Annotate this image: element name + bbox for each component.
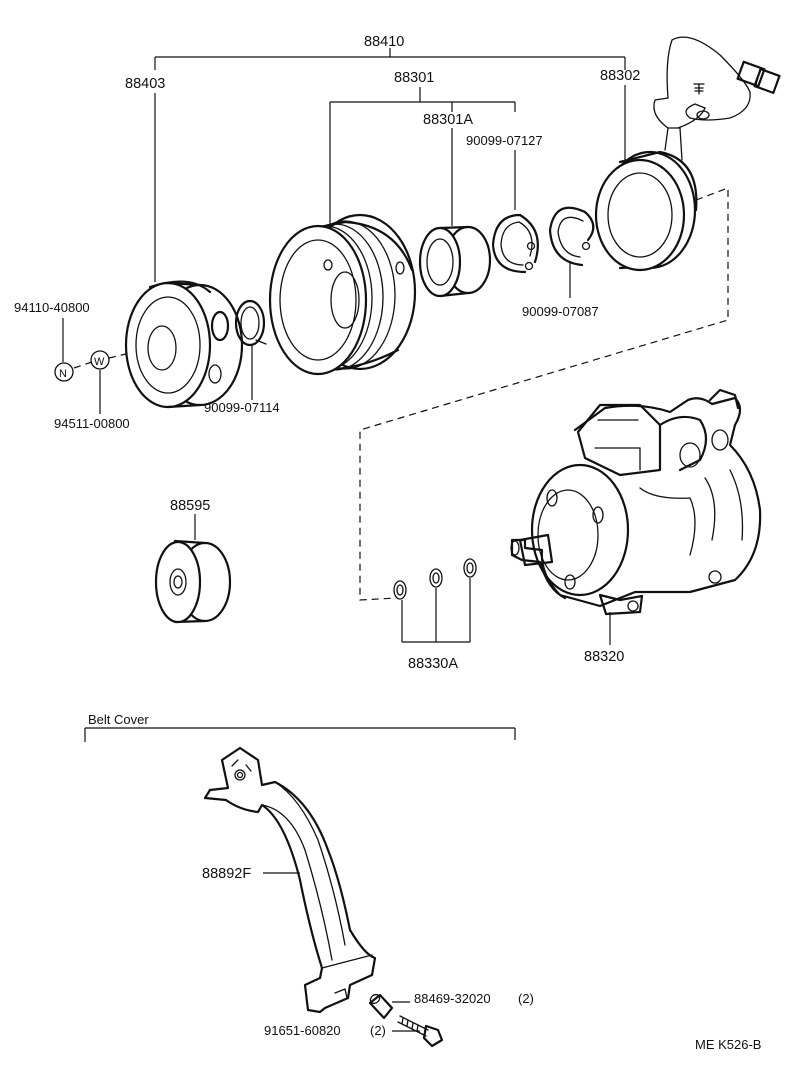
snap-ring-90099-07114-part [234,299,267,347]
coil-wire-connector [666,36,781,121]
bearing-part [418,225,492,298]
qty-91651-60820: (2) [370,1023,386,1038]
qty-88469-32020: (2) [518,991,534,1006]
compressor-part [510,388,762,616]
label-88410: 88410 [364,34,404,50]
snap-ring-90099-07127-part [491,213,539,274]
belt-cover-part [203,746,377,1014]
field-coil-part [594,97,706,272]
belt-cover-bracket [84,727,516,742]
label-88330A: 88330A [408,656,458,672]
label-90099-07114: 90099-07114 [204,400,280,415]
belt-cover-heading: Belt Cover [88,712,149,727]
clutch-hub-part [124,280,244,409]
spacer-collar-part [368,993,394,1020]
washer-symbol: W [90,350,110,370]
ground-screw-icon [693,83,705,95]
label-94110-40800: 94110-40800 [14,300,90,315]
dashed-guide-coil [359,187,729,601]
label-88320: 88320 [584,649,624,665]
label-88302: 88302 [600,68,640,84]
bracket-88301 [329,87,516,225]
pulley-part [268,213,417,376]
label-88469-32020: 88469-32020 [414,991,491,1006]
snap-ring-90099-07087-part [548,206,595,267]
assembly-bracket-88410 [154,48,626,70]
label-94511-00800: 94511-00800 [54,416,130,431]
label-91651-60820: 91651-60820 [264,1023,341,1038]
label-88301A: 88301A [423,112,473,128]
washer-symbol-letter: W [94,356,105,368]
idler-pulley-part [154,539,232,624]
label-88403: 88403 [125,76,165,92]
bolt-part [397,1015,444,1048]
label-88301: 88301 [394,70,434,86]
label-88595: 88595 [170,498,210,514]
o-rings-part [393,558,477,600]
bracket-88330A [401,578,471,643]
label-90099-07127: 90099-07127 [466,133,543,148]
figure-code: ME K526-B [695,1037,761,1052]
label-88892F: 88892F [202,866,251,882]
label-90099-07087: 90099-07087 [522,304,599,319]
nut-symbol: N [54,362,74,382]
nut-symbol-letter: N [59,368,67,380]
